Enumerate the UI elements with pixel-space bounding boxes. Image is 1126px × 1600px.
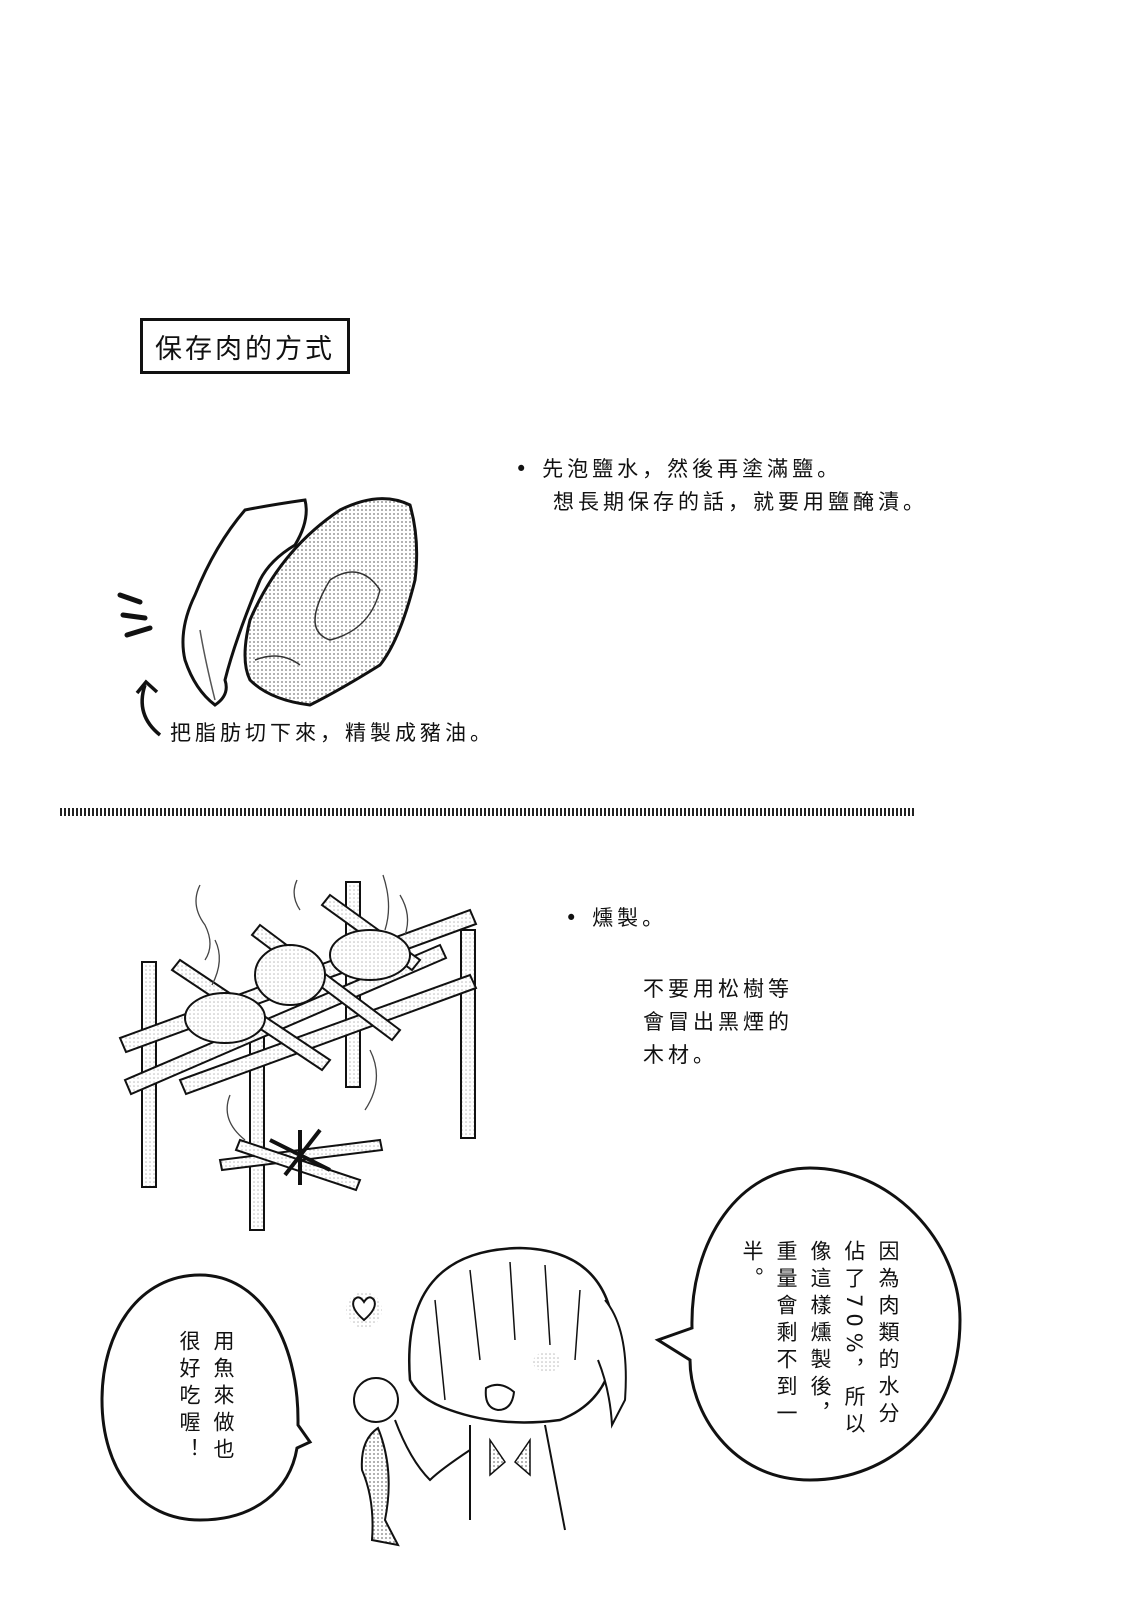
speech-bubble-left: 用魚來做也 很好吃喔！ xyxy=(172,1330,240,1510)
fat-note: 把脂肪切下來，精製成豬油。 xyxy=(170,721,495,745)
smoking-note-line-1: 不要用松樹等 xyxy=(643,977,793,1001)
smoking-heading-text: 燻製。 xyxy=(592,906,668,930)
heart-icon xyxy=(346,1292,382,1328)
bubble-right-col-3: 像這樣燻製後， xyxy=(808,1240,832,1429)
section-title: 保存肉的方式 xyxy=(140,318,350,374)
smoking-note: 不要用松樹等 會冒出黑煙的 木材。 xyxy=(643,973,793,1072)
bullet: • xyxy=(515,457,532,481)
bubble-left-col-2: 很好吃喔！ xyxy=(177,1330,201,1465)
smoking-heading: • 燻製。 xyxy=(565,902,667,932)
salting-text-1: 先泡鹽水，然後再塗滿鹽。 xyxy=(542,457,843,481)
speech-bubble-right: 因為肉類的水分 佔了70%，所以 像這樣燻製後， 重量會剩不到一 半。 xyxy=(735,1240,905,1480)
section-divider xyxy=(60,808,915,816)
smoking-note-line-2: 會冒出黑煙的 xyxy=(643,1010,793,1034)
bubble-right-col-4: 重量會剩不到一 xyxy=(774,1240,798,1429)
salting-line-1: • 先泡鹽水，然後再塗滿鹽。 xyxy=(515,453,842,483)
smoking-note-line-3: 木材。 xyxy=(643,1043,718,1067)
bubble-right-col-2: 佔了70%，所以 xyxy=(842,1240,866,1440)
salting-line-2: 想長期保存的話，就要用鹽醃漬。 xyxy=(553,490,928,514)
bubble-right-col-1: 因為肉類的水分 xyxy=(876,1240,900,1429)
bubble-left-col-1: 用魚來做也 xyxy=(211,1330,235,1465)
bullet: • xyxy=(565,906,582,930)
bubble-right-col-5: 半。 xyxy=(740,1240,764,1294)
